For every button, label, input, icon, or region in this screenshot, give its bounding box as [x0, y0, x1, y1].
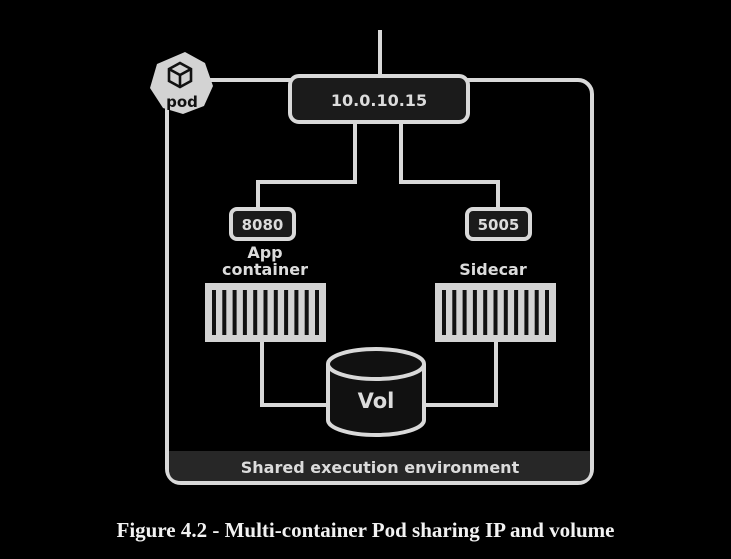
container-slot [545, 290, 549, 335]
container-slot [242, 290, 247, 335]
pod-ip-label: 10.0.10.15 [331, 91, 427, 110]
container-slot [212, 290, 216, 335]
container-slot [263, 290, 268, 335]
ip-to-sidecar-connector [399, 122, 500, 210]
sidecar-port-box [465, 207, 532, 241]
container-slot [483, 290, 488, 335]
app-container-name-line2: container [222, 260, 308, 279]
figure-caption: Figure 4.2 - Multi-container Pod sharing… [116, 518, 615, 542]
container-slot [503, 290, 508, 335]
app-container-name-line1: App [247, 243, 282, 262]
container-slot [284, 290, 289, 335]
volume-label: Vol [358, 389, 395, 413]
app-port-box [229, 207, 296, 241]
pod-badge-label: pod [166, 93, 198, 111]
cube-icon [167, 61, 193, 89]
pod-diagram: Shared execution environment 10.0.10.15 … [150, 30, 594, 485]
app-to-volume-connector [260, 342, 330, 407]
app-port-label: 8080 [242, 216, 284, 234]
ip-to-app-connector [256, 122, 357, 210]
sidecar-to-volume-connector [424, 342, 498, 407]
pod-footer-label: Shared execution environment [241, 458, 520, 477]
container-slot [493, 290, 498, 335]
container-slot [524, 290, 529, 335]
container-slot [534, 290, 539, 335]
container-slot [442, 290, 446, 335]
container-slot [452, 290, 457, 335]
sidecar-container-name: Sidecar [459, 260, 527, 279]
container-slot [514, 290, 519, 335]
container-slot [304, 290, 309, 335]
pod-badge: pod [150, 52, 213, 114]
container-slot [472, 290, 477, 335]
sidecar-port-label: 5005 [478, 216, 520, 234]
volume-cylinder-icon [326, 347, 426, 437]
app-container-icon [205, 283, 326, 342]
container-slot [273, 290, 278, 335]
pod-ip-box [288, 74, 470, 124]
container-slot [294, 290, 299, 335]
container-slot [315, 290, 319, 335]
container-slot [232, 290, 237, 335]
container-slot [462, 290, 467, 335]
container-slot [222, 290, 227, 335]
pod-footer-band [169, 451, 590, 481]
sidecar-container-icon [435, 283, 556, 342]
container-slot [253, 290, 258, 335]
